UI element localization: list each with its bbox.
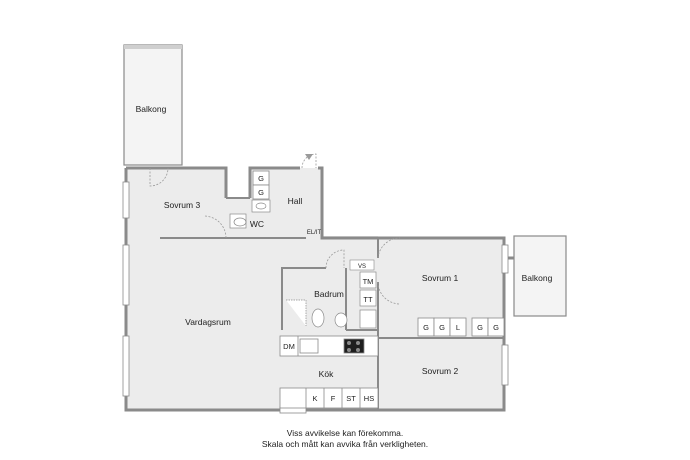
disclaimer-line-2: Skala och mått kan avvika från verklighe… — [261, 439, 429, 449]
fixture-hs: HS — [364, 394, 374, 403]
fixture-hall-g2: G — [258, 188, 264, 197]
room-label-balkong-right: Balkong — [522, 273, 553, 283]
fixture-hall-g1: G — [258, 174, 264, 183]
fixture-s1-g3: G — [477, 323, 483, 332]
wc-fixtures — [229, 199, 271, 229]
room-label-hall: Hall — [288, 196, 303, 206]
fixture-dm: DM — [283, 342, 295, 351]
fixture-tt: TT — [363, 295, 373, 304]
fixture-s1-g2: G — [439, 323, 445, 332]
fixture-f: F — [331, 394, 336, 403]
balcony-right-area — [513, 235, 567, 317]
bathroom-fixtures — [286, 271, 377, 329]
fixture-st: ST — [346, 394, 356, 403]
entrance-arrow-icon — [305, 154, 313, 160]
room-label-badrum: Badrum — [314, 289, 344, 299]
fixture-el-it: EL/IT — [307, 230, 322, 236]
room-label-wc: WC — [250, 219, 264, 229]
disclaimer-line-1: Viss avvikelse kan förekomma. — [286, 428, 404, 438]
fixture-vs: VS — [358, 264, 366, 270]
vs-unit — [349, 259, 375, 271]
outer-walls — [124, 166, 514, 412]
balcony-top-area — [123, 44, 183, 166]
room-label-kok: Kök — [319, 369, 334, 379]
room-label-vardagsrum: Vardagsrum — [185, 317, 231, 327]
sovrum1-wardrobes — [417, 317, 505, 337]
room-label-sovrum3: Sovrum 3 — [164, 200, 201, 210]
fixture-s1-g1: G — [423, 323, 429, 332]
room-label-sovrum2: Sovrum 2 — [422, 366, 459, 376]
windows — [122, 181, 509, 414]
stove-burners — [347, 341, 360, 352]
fixture-tm: TM — [363, 277, 374, 286]
fixture-k: K — [312, 394, 317, 403]
room-label-balkong-top: Balkong — [136, 104, 167, 114]
fixture-s1-g4: G — [493, 323, 499, 332]
disclaimer: Viss avvikelse kan förekomma. Skala och … — [0, 428, 690, 450]
hall-storage — [252, 170, 270, 200]
fixture-s1-l: L — [456, 323, 460, 332]
room-label-sovrum1: Sovrum 1 — [422, 273, 459, 283]
